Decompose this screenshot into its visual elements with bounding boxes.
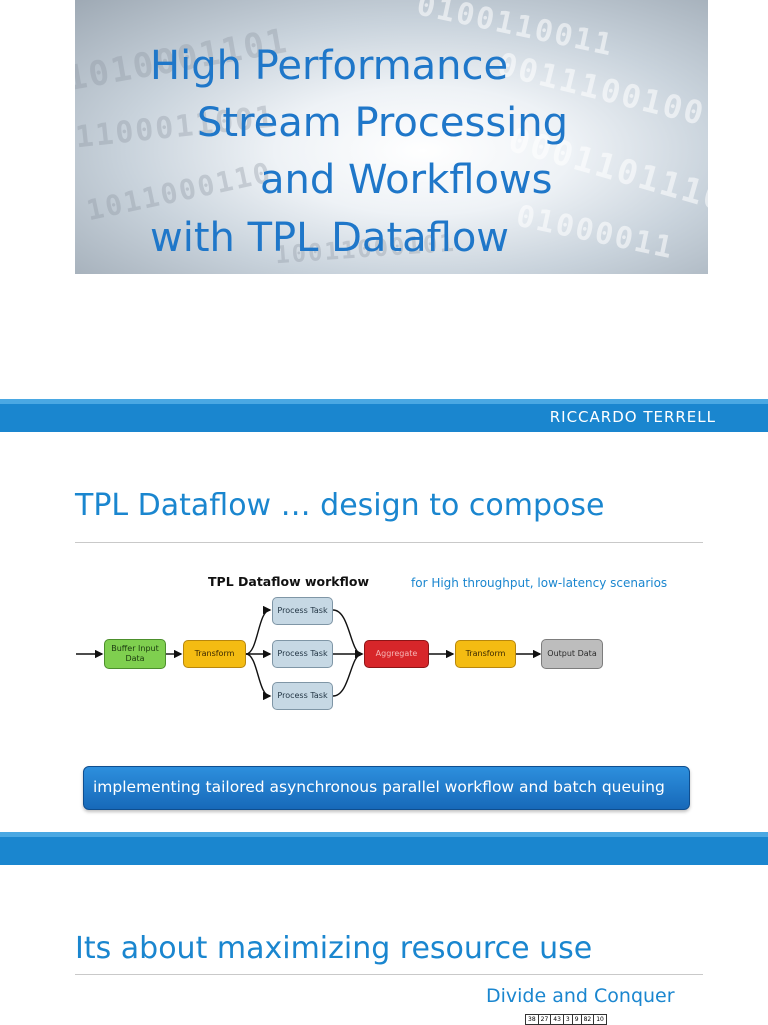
process-task-node: Process Task [272, 682, 333, 710]
buffer-input-node: Buffer Input Data [104, 639, 166, 669]
slide-subtitle: Divide and Conquer [486, 985, 675, 1007]
binary-background-text: 01000011 [513, 198, 678, 267]
array-cell: 10 [593, 1014, 607, 1025]
array-cell: 82 [580, 1014, 595, 1025]
workflow-subtitle: for High throughput, low-latency scenari… [411, 576, 668, 590]
transform-node: Transform [183, 640, 246, 668]
title-line: Stream Processing [197, 100, 569, 146]
process-task-node: Process Task [272, 640, 333, 668]
array-cell: 27 [537, 1014, 552, 1025]
transform-node: Transform [455, 640, 516, 668]
workflow-title: TPL Dataflow workflow [208, 574, 369, 589]
title-divider [75, 974, 703, 975]
slide-title: Its about maximizing resource use [75, 931, 593, 966]
title-line: with TPL Dataflow [150, 215, 510, 261]
title-slide-image: 0100110011 1010001101 0011100100 1100011… [75, 0, 708, 274]
workflow-connectors [76, 605, 542, 701]
author-name: RICCARDO TERRELL [549, 408, 716, 426]
callout-box: implementing tailored asynchronous paral… [83, 766, 690, 810]
title-line: High Performance [150, 43, 509, 89]
array-cell: 43 [550, 1014, 564, 1025]
section-bar [0, 832, 768, 865]
title-line: and Workflows [260, 157, 553, 203]
process-task-node: Process Task [272, 597, 333, 625]
aggregate-node: Aggregate [364, 640, 429, 668]
slide-title: TPL Dataflow … design to compose [75, 488, 605, 523]
title-divider [75, 542, 703, 543]
array-cell: 38 [525, 1014, 539, 1025]
author-bar [0, 399, 768, 432]
output-data-node: Output Data [541, 639, 603, 669]
array-cells: 38 27 43 3 9 82 10 [525, 1014, 607, 1025]
